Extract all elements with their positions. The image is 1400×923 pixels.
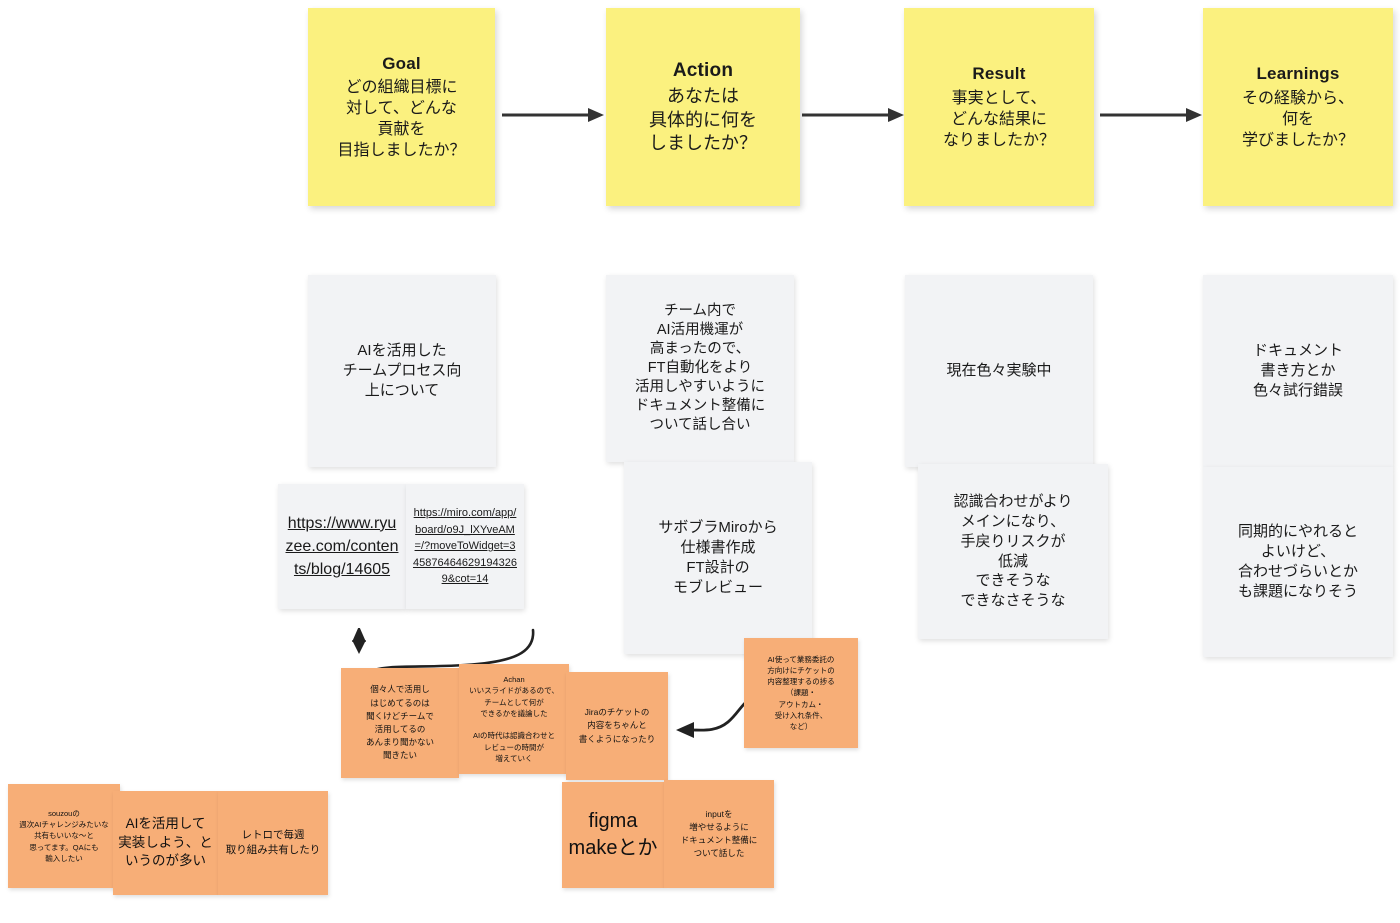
header-card-learnings[interactable]: Learnings その経験から、 何を 学びましたか？ <box>1203 8 1393 206</box>
note-learnings-main[interactable]: ドキュメント 書き方とか 色々試行錯誤 <box>1203 275 1393 467</box>
note-input-docs-text: inputを 増やせるように ドキュメント整備に ついて話した <box>680 808 758 859</box>
arrow-goal-to-action <box>502 108 604 122</box>
note-figma-text: figma makeとか <box>568 810 658 859</box>
link-card-miro[interactable]: https://miro.com/app/board/o9J_lXYveAM=/… <box>406 484 524 609</box>
note-achan-text: Achan いいスライドがあるので、 チームとして何が できるかを議論した AI… <box>469 675 559 763</box>
note-implement[interactable]: AIを活用して 実装しよう、と いうのが多い <box>113 791 218 895</box>
note-ai-outsourcing[interactable]: AI使って業務委託の 方向けにチケットの 内容整理するの捗る （課題・ アウトカ… <box>744 638 858 748</box>
header-card-result[interactable]: Result 事実として、 どんな結果に なりましたか？ <box>904 8 1094 206</box>
header-card-learnings-body: その経験から、 何を 学びましたか？ <box>1241 89 1354 149</box>
note-jira[interactable]: Jiraのチケットの 内容をちゃんと 書くようになったり <box>566 672 668 780</box>
note-result-main[interactable]: 現在色々実験中 <box>905 275 1093 467</box>
header-card-goal-body: どの組織目標に 対して、どんな 貢献を 目指しましたか？ <box>337 79 466 160</box>
note-result-second[interactable]: 認識合わせがより メインになり、 手戻りリスクが 低減 できそうな できなさそう… <box>918 464 1108 639</box>
note-retro[interactable]: レトロで毎週 取り組み共有したり <box>218 791 328 895</box>
link-card-ryuzee[interactable]: https://www.ryuzee.com/contents/blog/146… <box>278 484 406 609</box>
note-implement-text: AIを活用して 実装しよう、と いうのが多い <box>118 815 213 869</box>
header-card-goal-title: Goal <box>382 53 421 73</box>
header-card-action-title: Action <box>672 59 734 81</box>
note-action-main[interactable]: チーム内で AI活用機運が 高まったので、 FT自動化をより 活用しやすいように… <box>606 275 794 462</box>
link-miro[interactable]: https://miro.com/app/board/o9J_lXYveAM=/… <box>412 507 517 586</box>
header-card-action-body: あなたは 具体的に何を しましたか？ <box>649 85 757 154</box>
note-souzou[interactable]: souzouの 週次AIチャレンジみたいな 共有もいいな〜と 思ってます。QAに… <box>8 784 120 888</box>
note-goal-main[interactable]: AIを活用した チームプロセス向 上について <box>308 275 496 467</box>
header-card-learnings-title: Learnings <box>1256 64 1340 84</box>
note-learnings-second-text: 同期的にやれると よいけど、 合わせづらいとか も課題になりそう <box>1237 523 1358 600</box>
note-learnings-main-text: ドキュメント 書き方とか 色々試行錯誤 <box>1252 342 1343 399</box>
note-action-main-text: チーム内で AI活用機運が 高まったので、 FT自動化をより 活用しやすいように… <box>634 302 766 434</box>
note-result-main-text: 現在色々実験中 <box>946 362 1052 380</box>
header-card-action[interactable]: Action あなたは 具体的に何を しましたか？ <box>606 8 800 206</box>
note-retro-text: レトロで毎週 取り組み共有したり <box>225 828 321 856</box>
note-ai-outsourcing-text: AI使って業務委託の 方向けにチケットの 内容整理するの捗る （課題・ アウトカ… <box>767 654 835 732</box>
note-individual-use-text: 個々人で活用し はじめてるのは 聞くけどチームで 活用してるの あんまり聞かない… <box>365 684 434 761</box>
arrow-result-to-learnings <box>1100 108 1202 122</box>
note-action-second[interactable]: サボブラMiroから 仕様書作成 FT設計の モブレビュー <box>624 462 812 654</box>
header-card-result-body: 事実として、 どんな結果に なりましたか？ <box>942 89 1055 149</box>
note-learnings-second[interactable]: 同期的にやれると よいけど、 合わせづらいとか も課題になりそう <box>1203 467 1393 657</box>
note-figma[interactable]: figma makeとか <box>562 782 664 888</box>
note-input-docs[interactable]: inputを 増やせるように ドキュメント整備に ついて話した <box>664 780 774 888</box>
note-action-second-text: サボブラMiroから 仕様書作成 FT設計の モブレビュー <box>658 519 778 596</box>
note-goal-main-text: AIを活用した チームプロセス向 上について <box>342 342 462 399</box>
header-card-result-title: Result <box>972 64 1026 84</box>
arrow-action-to-result <box>802 108 904 122</box>
note-individual-use[interactable]: 個々人で活用し はじめてるのは 聞くけどチームで 活用してるの あんまり聞かない… <box>341 668 459 778</box>
link-ryuzee[interactable]: https://www.ryuzee.com/contents/blog/146… <box>285 514 399 579</box>
note-souzou-text: souzouの 週次AIチャレンジみたいな 共有もいいな〜と 思ってます。QAに… <box>19 808 109 863</box>
note-achan[interactable]: Achan いいスライドがあるので、 チームとして何が できるかを議論した AI… <box>459 664 569 774</box>
note-result-second-text: 認識合わせがより メインになり、 手戻りリスクが 低減 できそうな できなさそう… <box>953 493 1073 610</box>
header-card-goal[interactable]: Goal どの組織目標に 対して、どんな 貢献を 目指しましたか？ <box>308 8 495 206</box>
note-jira-text: Jiraのチケットの 内容をちゃんと 書くようになったり <box>578 707 656 744</box>
